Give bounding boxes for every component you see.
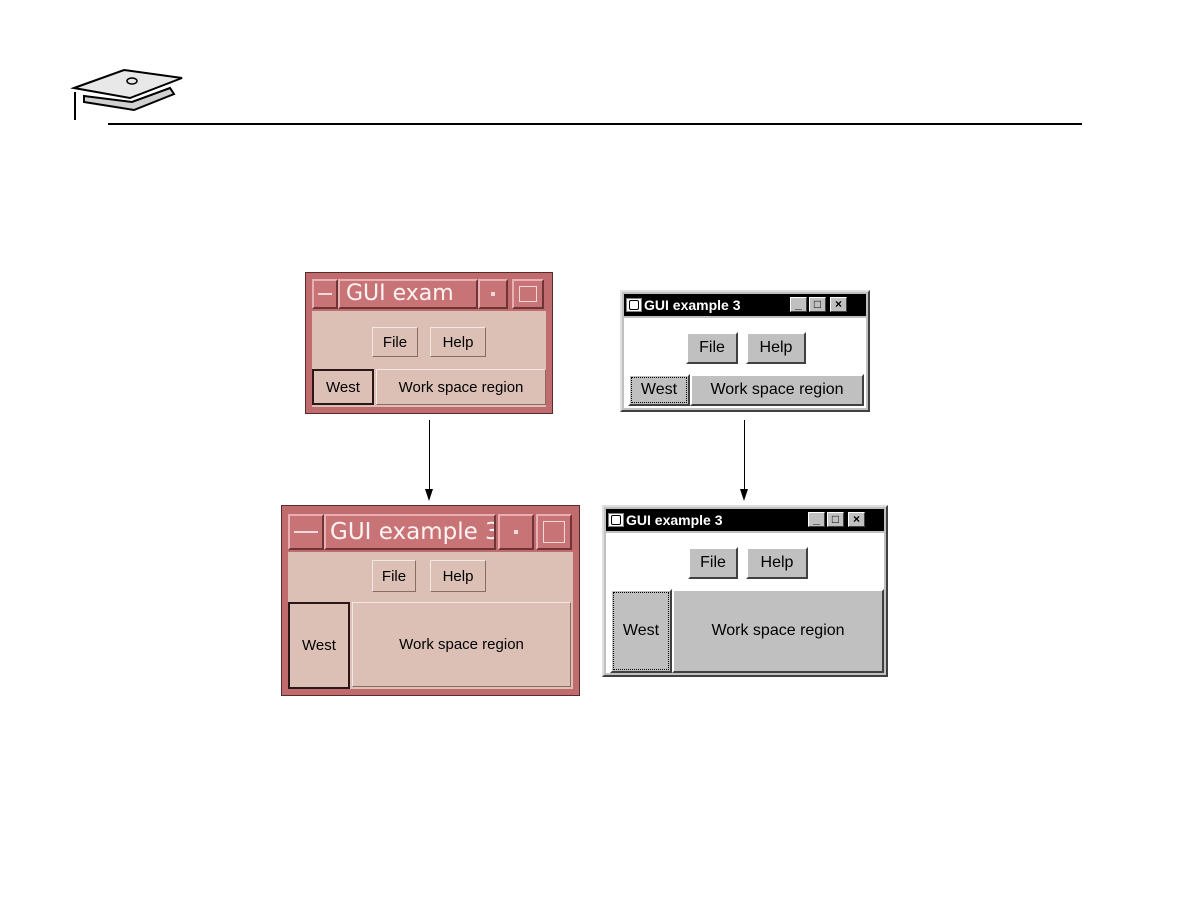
file-button[interactable]: File	[372, 560, 416, 592]
file-button[interactable]: File	[688, 547, 738, 579]
west-button-label: West	[302, 637, 336, 654]
help-button-label: Help	[760, 554, 794, 571]
workspace-region-button[interactable]: Work space region	[672, 589, 884, 673]
west-button[interactable]: West	[288, 602, 350, 689]
arrow-right-head	[740, 489, 748, 501]
window-content: File Help West Work space region	[624, 318, 866, 408]
window-title-bar[interactable]: GUI example 3 _ □ ×	[606, 509, 884, 531]
motif-window-large: GUI example 3 File Help West Work space …	[281, 505, 580, 696]
window-menu-icon	[318, 293, 332, 295]
minimize-icon	[491, 292, 495, 296]
west-button-label: West	[640, 381, 678, 398]
help-button[interactable]: Help	[746, 332, 806, 364]
file-button-label: File	[699, 339, 725, 356]
west-button-label: West	[326, 378, 360, 396]
window-title-text: GUI example 3	[330, 519, 496, 545]
workspace-region-button[interactable]: Work space region	[352, 602, 571, 687]
west-button[interactable]: West	[628, 374, 690, 406]
minimize-button[interactable]: _	[790, 297, 807, 312]
west-button-label: West	[622, 622, 660, 639]
file-button[interactable]: File	[686, 332, 738, 364]
minimize-button[interactable]: _	[808, 512, 825, 527]
header-tick	[74, 92, 76, 120]
window-content: File Help West Work space region	[312, 311, 546, 407]
win-window-large: GUI example 3 _ □ × File Help West Work …	[602, 505, 888, 677]
file-button[interactable]: File	[372, 327, 418, 357]
maximize-icon: □	[831, 512, 840, 526]
workspace-region-label: Work space region	[399, 636, 524, 653]
workspace-region-button[interactable]: Work space region	[376, 369, 546, 405]
graduation-cap-icon	[70, 68, 183, 112]
window-title-bar[interactable]: GUI example 3 _ □ ×	[624, 294, 866, 316]
close-icon: ×	[852, 512, 860, 526]
help-button-label: Help	[759, 339, 793, 356]
close-button[interactable]: ×	[830, 297, 847, 312]
window-menu-button[interactable]	[288, 514, 324, 550]
maximize-icon: □	[813, 297, 822, 311]
window-title[interactable]: GUI exam	[338, 279, 478, 309]
minimize-button[interactable]	[478, 279, 508, 309]
close-icon: ×	[834, 297, 842, 311]
maximize-button[interactable]	[512, 279, 544, 309]
west-button[interactable]: West	[610, 589, 672, 673]
window-menu-button[interactable]	[312, 279, 338, 309]
minimize-icon	[514, 530, 518, 534]
help-button[interactable]: Help	[430, 327, 486, 357]
maximize-button[interactable]	[536, 514, 572, 550]
arrow-right-line	[744, 420, 745, 490]
minimize-button[interactable]	[498, 514, 534, 550]
header-rule	[108, 123, 1082, 125]
workspace-region-label: Work space region	[398, 378, 524, 396]
minimize-icon: _	[813, 512, 820, 526]
window-content: File Help West Work space region	[606, 533, 884, 673]
close-button[interactable]: ×	[848, 512, 865, 527]
file-button-label: File	[381, 567, 407, 585]
file-button-label: File	[700, 554, 726, 571]
help-button[interactable]: Help	[746, 547, 808, 579]
maximize-icon	[543, 521, 565, 543]
window-title-text: GUI example 3	[626, 512, 723, 528]
window-title-text: GUI example 3	[644, 297, 741, 313]
window-title-text: GUI exam	[346, 281, 454, 306]
arrow-left-line	[429, 420, 430, 490]
window-menu-icon	[294, 531, 318, 533]
win-window-small: GUI example 3 _ □ × File Help West Work …	[620, 290, 870, 412]
maximize-button[interactable]: □	[827, 512, 844, 527]
file-button-label: File	[382, 333, 408, 351]
java-cup-icon	[608, 513, 624, 527]
arrow-left-head	[425, 489, 433, 501]
workspace-region-button[interactable]: Work space region	[690, 374, 864, 406]
help-button-label: Help	[442, 333, 474, 351]
java-cup-icon	[626, 298, 642, 312]
workspace-region-label: Work space region	[711, 622, 845, 639]
west-button[interactable]: West	[312, 369, 374, 405]
workspace-region-label: Work space region	[710, 381, 844, 398]
motif-window-small: GUI exam File Help West Work space regio…	[305, 272, 553, 414]
window-title[interactable]: GUI example 3	[324, 514, 496, 550]
help-button-label: Help	[442, 567, 474, 585]
window-content: File Help West Work space region	[288, 552, 573, 689]
help-button[interactable]: Help	[430, 560, 486, 592]
minimize-icon: _	[795, 297, 802, 311]
maximize-button[interactable]: □	[809, 297, 826, 312]
maximize-icon	[519, 286, 537, 302]
